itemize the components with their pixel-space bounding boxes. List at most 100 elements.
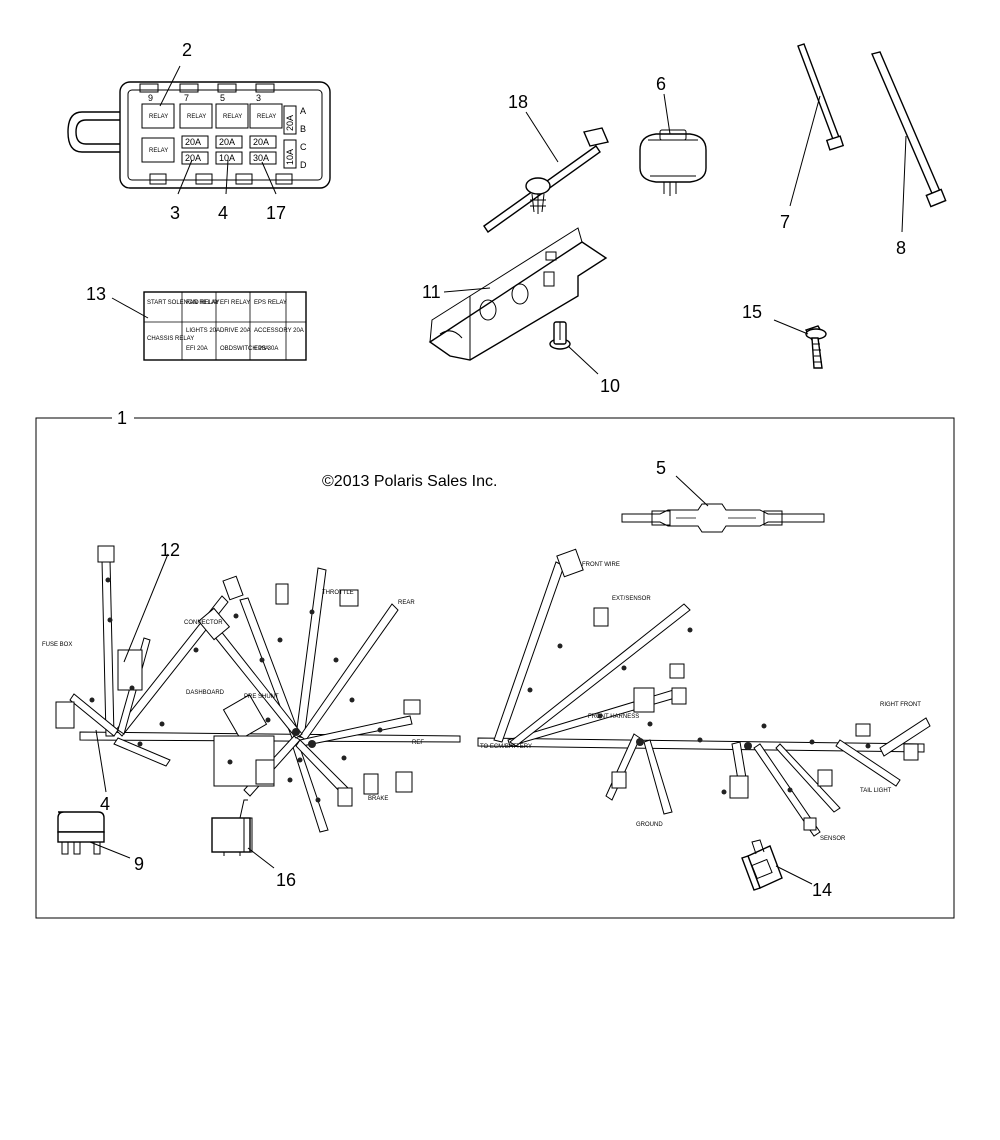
callout-13: 13 [86, 284, 106, 304]
fuse-position-9: 9 [148, 93, 153, 103]
fuse-value: 20A [185, 137, 201, 147]
relay-label: RELAY [149, 148, 168, 154]
fuse-value: 20A [253, 137, 269, 147]
fuse-value: 20A [185, 153, 201, 163]
side-fuse-value: 20A [285, 115, 295, 131]
svg-text:EXT/SENSOR: EXT/SENSOR [612, 596, 651, 602]
decal-cell: START SOLENOID RELAY [147, 300, 220, 306]
callout-10: 10 [600, 376, 620, 396]
svg-text:SENSOR: SENSOR [820, 836, 846, 842]
leader-line [123, 553, 169, 663]
push-rivet [549, 321, 571, 350]
relay-label: RELAY [257, 114, 276, 120]
decal-cell: EPS 30A [254, 346, 278, 352]
fuse-value: 20A [219, 137, 235, 147]
callout-14: 14 [812, 880, 832, 900]
decal-cell: EPS RELAY [254, 300, 287, 306]
decal-cell: CHASSIS RELAY [147, 336, 194, 342]
leader-line [901, 135, 907, 233]
screw [804, 325, 827, 369]
callout-2: 2 [182, 40, 192, 60]
leader-line [247, 847, 275, 869]
decal-cell: ACCESSORY 20A [254, 328, 304, 334]
callout-12: 12 [160, 540, 180, 560]
callout-16: 16 [276, 870, 296, 890]
leader-line [225, 159, 229, 195]
leader-line [525, 111, 559, 163]
leader-line [789, 95, 821, 207]
main-harness-right: FRONT WIRE EXT/SENSOR FRONT HARNESS TO E… [477, 548, 931, 842]
jumper-harness [621, 503, 825, 533]
svg-text:THROTTLE: THROTTLE [322, 590, 354, 596]
fuse-position-3: 3 [256, 93, 261, 103]
svg-text:REAR: REAR [398, 600, 415, 606]
callout-1: 1 [117, 408, 127, 428]
row-letter: C [300, 142, 307, 152]
mounting-bracket [428, 227, 608, 361]
row-letter: A [300, 106, 306, 116]
decal-cell: FAN RELAY [186, 300, 219, 306]
relay-label: RELAY [149, 114, 168, 120]
leader-line [261, 161, 277, 195]
svg-text:REF: REF [412, 740, 424, 746]
leader-line [773, 319, 809, 335]
row-letter: D [300, 160, 307, 170]
svg-text:CONNECTOR: CONNECTOR [184, 620, 223, 626]
callout-15: 15 [742, 302, 762, 322]
callout-5: 5 [656, 458, 666, 478]
fuse-position-5: 5 [220, 93, 225, 103]
leader-line [89, 841, 131, 859]
svg-text:RIGHT FRONT: RIGHT FRONT [880, 702, 921, 708]
decal-cell: OBDSWITCH 10A [220, 346, 269, 352]
callout-6: 6 [656, 74, 666, 94]
svg-text:FRONT WIRE: FRONT WIRE [582, 562, 620, 568]
leader-line [95, 729, 107, 793]
push-mount-cable-tie [483, 127, 609, 233]
chassis-harness-left: CONNECTOR DASHBOARD PRE SHUNT THROTTLE R… [42, 545, 461, 833]
callout-9: 9 [134, 854, 144, 874]
svg-text:GROUND: GROUND [636, 822, 663, 828]
svg-text:FRONT HARNESS: FRONT HARNESS [588, 714, 639, 720]
svg-text:PRE SHUNT: PRE SHUNT [244, 694, 279, 700]
callout-4-harness: 4 [100, 794, 110, 814]
callout-7: 7 [780, 212, 790, 232]
relay-label: RELAY [223, 114, 242, 120]
relay-label: RELAY [187, 114, 206, 120]
leader-line [111, 297, 149, 319]
svg-text:FUSE BOX: FUSE BOX [42, 642, 72, 648]
fuse-decal: START SOLENOID RELAY FAN RELAY EFI RELAY… [143, 291, 307, 361]
side-fuse-value: 10A [285, 149, 295, 165]
callout-8: 8 [896, 238, 906, 258]
leader-line [567, 345, 599, 375]
decal-cell: EFI 20A [186, 346, 208, 352]
callout-11: 11 [422, 282, 441, 302]
copyright-notice: ©2013 Polaris Sales Inc. [322, 473, 497, 490]
cable-tie-long [871, 51, 947, 208]
callout-3: 3 [170, 203, 180, 223]
fuse-value: 10A [219, 153, 235, 163]
svg-text:BRAKE: BRAKE [368, 796, 388, 802]
callout-4: 4 [218, 203, 228, 223]
svg-text:TAIL LIGHT: TAIL LIGHT [860, 788, 892, 794]
fuse-value: 30A [253, 153, 269, 163]
svg-text:DASHBOARD: DASHBOARD [186, 690, 225, 696]
harness-connector [211, 799, 253, 856]
leader-line [177, 159, 193, 195]
leader-line [663, 93, 671, 135]
leader-line [775, 865, 813, 885]
accessory-socket [741, 839, 783, 891]
harness-assembly-frame [35, 417, 955, 919]
callout-18: 18 [508, 92, 528, 112]
row-letter: B [300, 124, 306, 134]
leader-line [675, 475, 709, 507]
decal-cell: LIGHTS 20A [186, 328, 220, 334]
leader-line [443, 287, 491, 293]
decal-cell: EFI RELAY [220, 300, 250, 306]
fuse-position-7: 7 [184, 93, 189, 103]
svg-text:TO ECM/BATTERY: TO ECM/BATTERY [480, 744, 532, 750]
connector-plug [639, 129, 707, 196]
callout-17: 17 [266, 203, 286, 223]
decal-cell: DRIVE 20A [220, 328, 251, 334]
leader-line [159, 65, 181, 107]
